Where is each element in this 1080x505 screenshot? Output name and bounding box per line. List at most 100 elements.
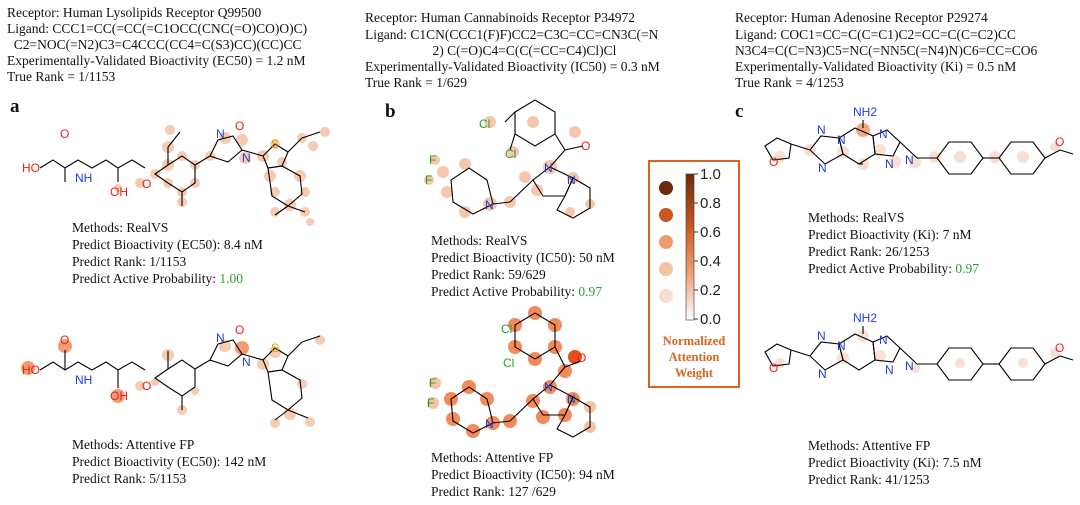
panel-c-afp-method: Methods: Attentive FP [808,438,931,453]
panel-b-afp-bioactivity: Predict Bioactivity (IC50): 94 nM [431,467,615,482]
molecule-b-attentivefp: Cl Cl O N N N F F [427,306,596,438]
atom-label: O [142,177,151,191]
probability-value: 0.97 [578,284,602,299]
atom-label: N [885,363,894,377]
atom-label: F [429,376,436,390]
atom-label: N [485,198,494,212]
panel-b-ligand-line2: 2) C(=O)C4=C(C(=CC=C4)Cl)Cl [365,43,617,58]
panel-b-realvs-rank: Predict Rank: 59/629 [431,267,546,282]
atom-label: NH [75,373,92,387]
legend-title-line2: Attention [668,350,720,364]
atom-label: OH [110,389,128,403]
tick-label: 1.0 [700,166,721,183]
atom-label: N [879,333,888,347]
atom-label: Cl [505,147,516,161]
molecule-a-realvs: HO O NH OH O N O N S [22,119,330,226]
atom-label: N [817,329,826,343]
panel-b-realvs-probability: Predict Active Probability: 0.97 [431,284,602,300]
panel-a-letter: a [10,96,20,117]
attention-highlights [424,116,595,218]
panel-c-realvs-bioactivity: Predict Bioactivity (Ki): 7 nM [808,227,972,242]
probability-value: 0.97 [955,261,979,276]
atom-labels: O N N N N N N NH2 O [769,311,1064,381]
tick-label: 0.2 [700,282,721,299]
atom-label: O [769,155,778,169]
atom-label: O [142,379,151,393]
atom-label: O [235,119,244,133]
panel-b-realvs-method: Methods: RealVS [431,233,528,248]
panel-a-bioactivity: Experimentally-Validated Bioactivity (EC… [7,53,306,68]
colorbar [685,173,695,321]
molecule-c-realvs: O N N N N N N NH2 O [764,105,1074,175]
panel-c-realvs-method: Methods: RealVS [808,210,905,225]
atom-label: N [905,153,914,167]
legend-dot-light [659,262,673,276]
atom-label: O [581,139,590,153]
panel-c-letter: c [735,101,744,122]
legend-title-line1: Normalized [662,334,726,348]
atom-labels: Cl Cl O N N N F F [427,322,586,431]
panel-a-realvs-probability: Predict Active Probability: 1.00 [72,271,243,287]
panel-b-afp-rank: Predict Rank: 127 /629 [431,484,556,499]
bonds [39,335,321,421]
atom-label: N [485,417,494,431]
atom-label: N [242,151,251,165]
atom-label: F [429,153,436,167]
panel-c-afp-rank: Predict Rank: 41/1253 [808,472,930,487]
panel-a-realvs-bioactivity: Predict Bioactivity (EC50): 8.4 nM [72,237,263,252]
atom-labels: O N N N N N N NH2 O [769,105,1064,175]
panel-c-receptor: Receptor: Human Adenosine Receptor P2927… [735,10,988,25]
probability-value: 1.00 [219,271,243,286]
panel-a-afp-method: Methods: Attentive FP [72,437,195,452]
panel-c-true-rank: True Rank = 4/1253 [735,75,844,90]
panel-a-realvs-method: Methods: RealVS [72,220,169,235]
panel-b-letter: b [385,101,396,122]
atom-label: N [567,392,576,406]
molecule-b-realvs: Cl Cl O N N N F F [424,99,595,219]
atom-label: N [216,331,225,345]
atom-label: NH2 [853,311,877,325]
panel-c-bioactivity: Experimentally-Validated Bioactivity (Ki… [735,59,1017,74]
atom-label: S [271,137,279,151]
atom-label: O [577,351,586,365]
atom-label: F [427,396,434,410]
panel-b-true-rank: True Rank = 1/629 [365,75,467,90]
legend-swatches [659,173,698,321]
molecule-c-attentivefp: O N N N N N N NH2 O [764,311,1074,381]
tick-label: 0.0 [700,311,721,328]
panel-c-realvs-probability: Predict Active Probability: 0.97 [808,261,979,277]
attention-legend: 1.0 0.8 0.6 0.4 0.2 0.0 Normalized Atten… [648,160,740,388]
bonds [450,312,591,438]
bonds [39,131,321,216]
panel-a-true-rank: True Rank = 1/1153 [7,69,116,84]
panel-b-afp-method: Methods: Attentive FP [431,450,554,465]
atom-label: NH2 [853,105,877,119]
atom-label: NH [75,171,92,185]
attention-highlights [774,123,1060,170]
atom-label: N [567,173,576,187]
atom-label: OH [110,185,128,199]
atom-label: Cl [479,117,490,131]
panel-a-realvs-rank: Predict Rank: 1/1153 [72,254,187,269]
probability-label: Predict Active Probability: [808,261,956,276]
panel-b-realvs-bioactivity: Predict Bioactivity (IC50): 50 nM [431,250,615,265]
atom-label: HO [22,161,40,175]
attention-highlights [775,330,1060,373]
atom-label: F [425,173,432,187]
atom-label: Cl [501,322,512,336]
atom-labels: HO O NH OH O N O N S [22,323,279,403]
atom-label: O [1055,341,1064,355]
atom-label: N [242,355,251,369]
bonds [764,120,1074,175]
atom-label: N [818,161,827,175]
legend-dot-pale [659,289,673,303]
tick-label: 0.8 [700,195,721,212]
panel-a-afp-bioactivity: Predict Bioactivity (EC50): 142 nM [72,454,267,469]
probability-label: Predict Active Probability: [431,284,579,299]
atom-label: O [60,333,69,347]
atom-label: O [769,361,778,375]
panel-c-ligand-line2: N3C4=C(C=N3)C5=NC(=NN5C(=N4)N)C6=CC=CO6 [735,43,1038,58]
bonds [450,99,591,219]
tick-label: 0.4 [700,253,721,270]
panel-a-receptor: Receptor: Human Lysolipids Receptor Q995… [7,5,262,20]
